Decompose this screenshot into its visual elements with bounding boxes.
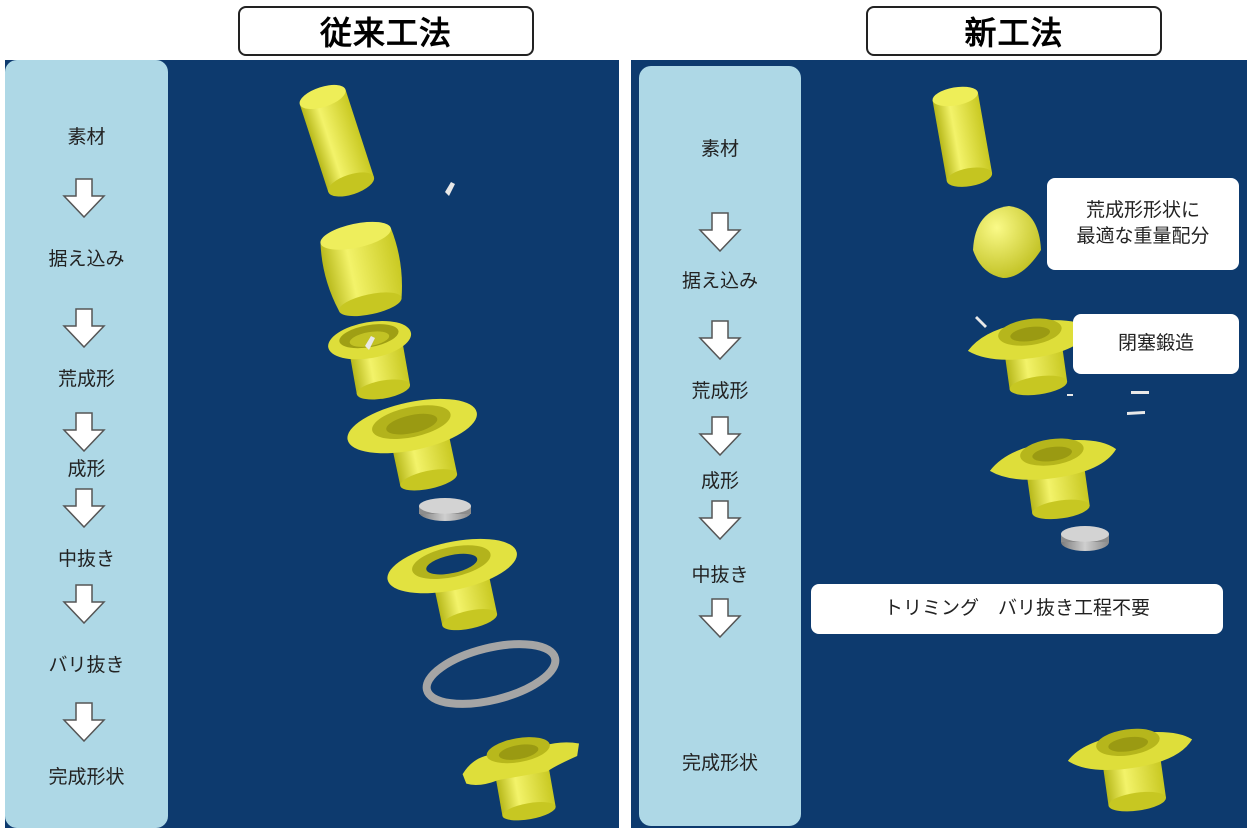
new-method-title: 新工法 <box>866 6 1162 56</box>
step-forming: 成形 <box>700 470 739 492</box>
step-upsetting: 据え込み <box>48 248 125 270</box>
piercing-scrap-disc <box>419 498 471 521</box>
pierced-part <box>387 538 517 631</box>
weight-distribution-callout: 荒成形形状に 最適な重量配分 <box>1047 178 1239 270</box>
conventional-method-title: 従来工法 <box>238 6 534 56</box>
upset-dome-part <box>973 206 1041 278</box>
down-arrow-icon <box>62 584 106 624</box>
step-finished-shape: 完成形状 <box>48 766 125 788</box>
step-piercing: 中抜き <box>57 548 115 570</box>
callout-line-2: 最適な重量配分 <box>1076 225 1210 247</box>
conventional-steps-column: 素材 据え込み 荒成形 成形 中抜き バリ抜き 完成形状 <box>5 60 168 828</box>
piercing-scrap-disc <box>1061 526 1109 551</box>
callout-line-1: 荒成形形状に <box>1085 199 1200 222</box>
flash-scrap-ring <box>422 640 560 708</box>
new-process-panel: 素材 据え込み 荒成形 成形 中抜き 完成形状 <box>631 60 1247 828</box>
down-arrow-icon <box>62 178 106 218</box>
step-rough-forming: 荒成形 <box>691 380 749 402</box>
rough-formed-part <box>967 318 1093 396</box>
conventional-parts-illustration <box>299 84 580 821</box>
finished-part <box>462 737 580 821</box>
down-arrow-icon <box>62 488 106 528</box>
step-forming: 成形 <box>67 458 106 480</box>
down-arrow-icon <box>62 412 106 452</box>
step-upsetting: 据え込み <box>681 270 758 292</box>
trimming-unnecessary-callout: トリミング バリ抜き工程不要 <box>811 584 1223 634</box>
step-material: 素材 <box>67 126 106 148</box>
formed-part <box>989 438 1117 520</box>
upset-part <box>320 221 402 317</box>
new-steps-column: 素材 据え込み 荒成形 成形 中抜き 完成形状 <box>639 66 801 826</box>
new-parts-illustration <box>932 86 1193 812</box>
down-arrow-icon <box>698 320 742 360</box>
down-arrow-icon <box>698 500 742 540</box>
billet-part <box>299 84 375 197</box>
rough-formed-part <box>328 320 412 400</box>
closed-forging-callout: 閉塞鍛造 <box>1073 314 1239 374</box>
step-flash-removal: バリ抜き <box>48 654 125 676</box>
down-arrow-icon <box>62 702 106 742</box>
conventional-process-panel: 素材 据え込み 荒成形 成形 中抜き バリ抜き 完成形状 <box>5 60 619 828</box>
down-arrow-icon <box>698 212 742 252</box>
down-arrow-icon <box>698 416 742 456</box>
formed-part <box>347 398 477 491</box>
step-piercing: 中抜き <box>691 564 749 586</box>
step-rough-forming: 荒成形 <box>57 368 115 390</box>
step-material: 素材 <box>700 138 739 160</box>
down-arrow-icon <box>698 598 742 638</box>
down-arrow-icon <box>62 308 106 348</box>
step-finished-shape: 完成形状 <box>681 752 758 774</box>
billet-part <box>932 86 993 187</box>
finished-part <box>1067 728 1193 812</box>
